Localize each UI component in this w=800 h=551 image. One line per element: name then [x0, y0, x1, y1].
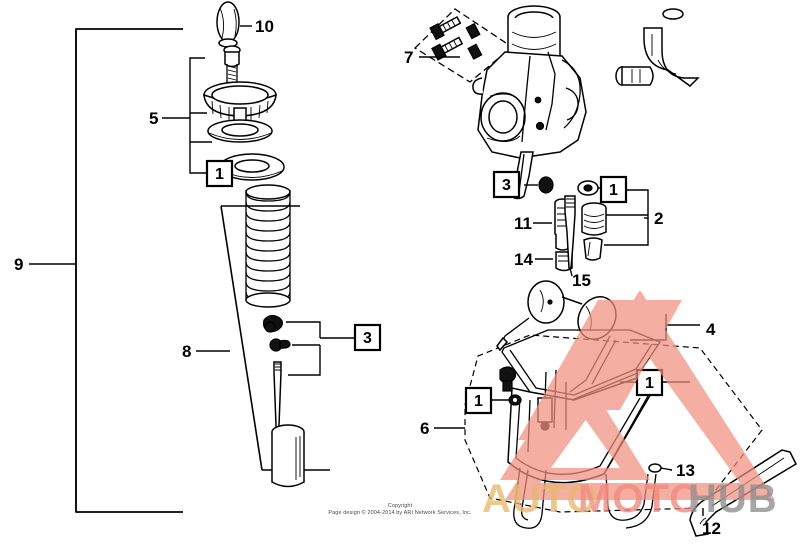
copyright-line-2: Page design © 2004-2014 by ARI Network S…	[328, 510, 472, 516]
spring-coils	[245, 184, 291, 308]
callout-6: 6	[420, 419, 429, 438]
part-adjust-screw	[223, 45, 241, 86]
bowl-screw	[499, 366, 517, 392]
callout-box-label-3-left: 3	[363, 330, 372, 347]
carburetor-body	[472, 5, 587, 200]
callout-box-label-1-bowl-left: 1	[474, 393, 483, 410]
callout-label-4: 4	[706, 320, 716, 339]
callout-label-7: 7	[404, 48, 413, 67]
callout-label-12: 12	[702, 519, 721, 538]
callout-label-14: 14	[514, 250, 533, 269]
callout-9: 9	[14, 255, 76, 274]
jet-assembly	[538, 176, 607, 272]
jet-upper	[262, 314, 284, 333]
hose-upper-right	[643, 8, 700, 87]
callout-box-1-right: 1	[599, 175, 628, 204]
float-bowl	[507, 370, 655, 484]
part-top-cap	[203, 81, 277, 122]
callout-10: 10	[240, 17, 274, 36]
bracket-9	[75, 28, 183, 513]
bowl-drain-tube	[513, 467, 547, 529]
callout-7: 7	[404, 48, 413, 67]
copyright-footer: Copyright Page design © 2004-2014 by ARI…	[0, 503, 800, 517]
callout-box-3-left: 3	[353, 323, 382, 352]
screw-set	[429, 15, 483, 61]
callout-label-9: 9	[14, 255, 23, 274]
copyright-line-1: Copyright	[387, 503, 413, 509]
callout-label-5: 5	[149, 109, 158, 128]
callout-11: 11	[514, 214, 532, 233]
bracket-8	[196, 205, 330, 471]
callout-box-1-bowl-right: 1	[635, 368, 664, 397]
bowl-washer	[508, 394, 522, 406]
callout-box-label-3-right: 3	[502, 177, 511, 194]
float-bowl-assembly	[464, 280, 797, 537]
overflow-tube	[605, 473, 657, 529]
callout-label-15: 15	[572, 271, 591, 290]
callout-label-8: 8	[182, 342, 191, 361]
part-diaphragm	[207, 107, 273, 143]
callout-label-10: 10	[255, 17, 274, 36]
hose-short-right	[615, 66, 654, 86]
clip-13	[648, 463, 673, 473]
jet-lower	[269, 338, 291, 352]
leader-group-5	[162, 57, 212, 174]
callout-label-11: 11	[514, 214, 532, 233]
callout-label-6: 6	[420, 419, 429, 438]
callout-box-1-bowl-left: 1	[464, 386, 493, 415]
part-main-spring	[245, 184, 291, 308]
part-5-group	[203, 81, 285, 181]
callout-label-13: 13	[676, 461, 695, 480]
part-3-left-jets	[262, 314, 291, 453]
part-throttle-slide	[271, 424, 305, 488]
callout-box-label-1-bowl-right: 1	[645, 375, 654, 392]
leader-jet-area	[524, 184, 649, 277]
callout-13: 13	[676, 461, 695, 480]
callout-4: 4	[706, 320, 716, 339]
leader-group-3-left	[286, 321, 355, 376]
callout-box-1-left: 1	[205, 159, 234, 188]
callout-8: 8	[182, 342, 191, 361]
callout-12: 12	[702, 519, 721, 538]
callout-14: 14	[514, 250, 533, 269]
washer-3	[538, 176, 554, 194]
float-pair	[527, 280, 617, 340]
callout-box-label-1-left: 1	[215, 166, 224, 183]
callout-2: 2	[654, 209, 663, 228]
callout-15: 15	[572, 271, 591, 290]
float-valve	[583, 237, 603, 261]
callout-label-2: 2	[654, 209, 663, 228]
callout-5: 5	[149, 109, 158, 128]
needle-jet-11	[554, 198, 570, 251]
part-10-cap	[216, 1, 240, 48]
callout-box-label-1-right: 1	[609, 182, 618, 199]
main-jet-2	[581, 202, 607, 236]
oring-1	[577, 180, 599, 196]
jet-needle-15	[564, 195, 576, 269]
part-seal-ring	[219, 153, 285, 181]
callout-box-3-right: 3	[492, 170, 521, 199]
